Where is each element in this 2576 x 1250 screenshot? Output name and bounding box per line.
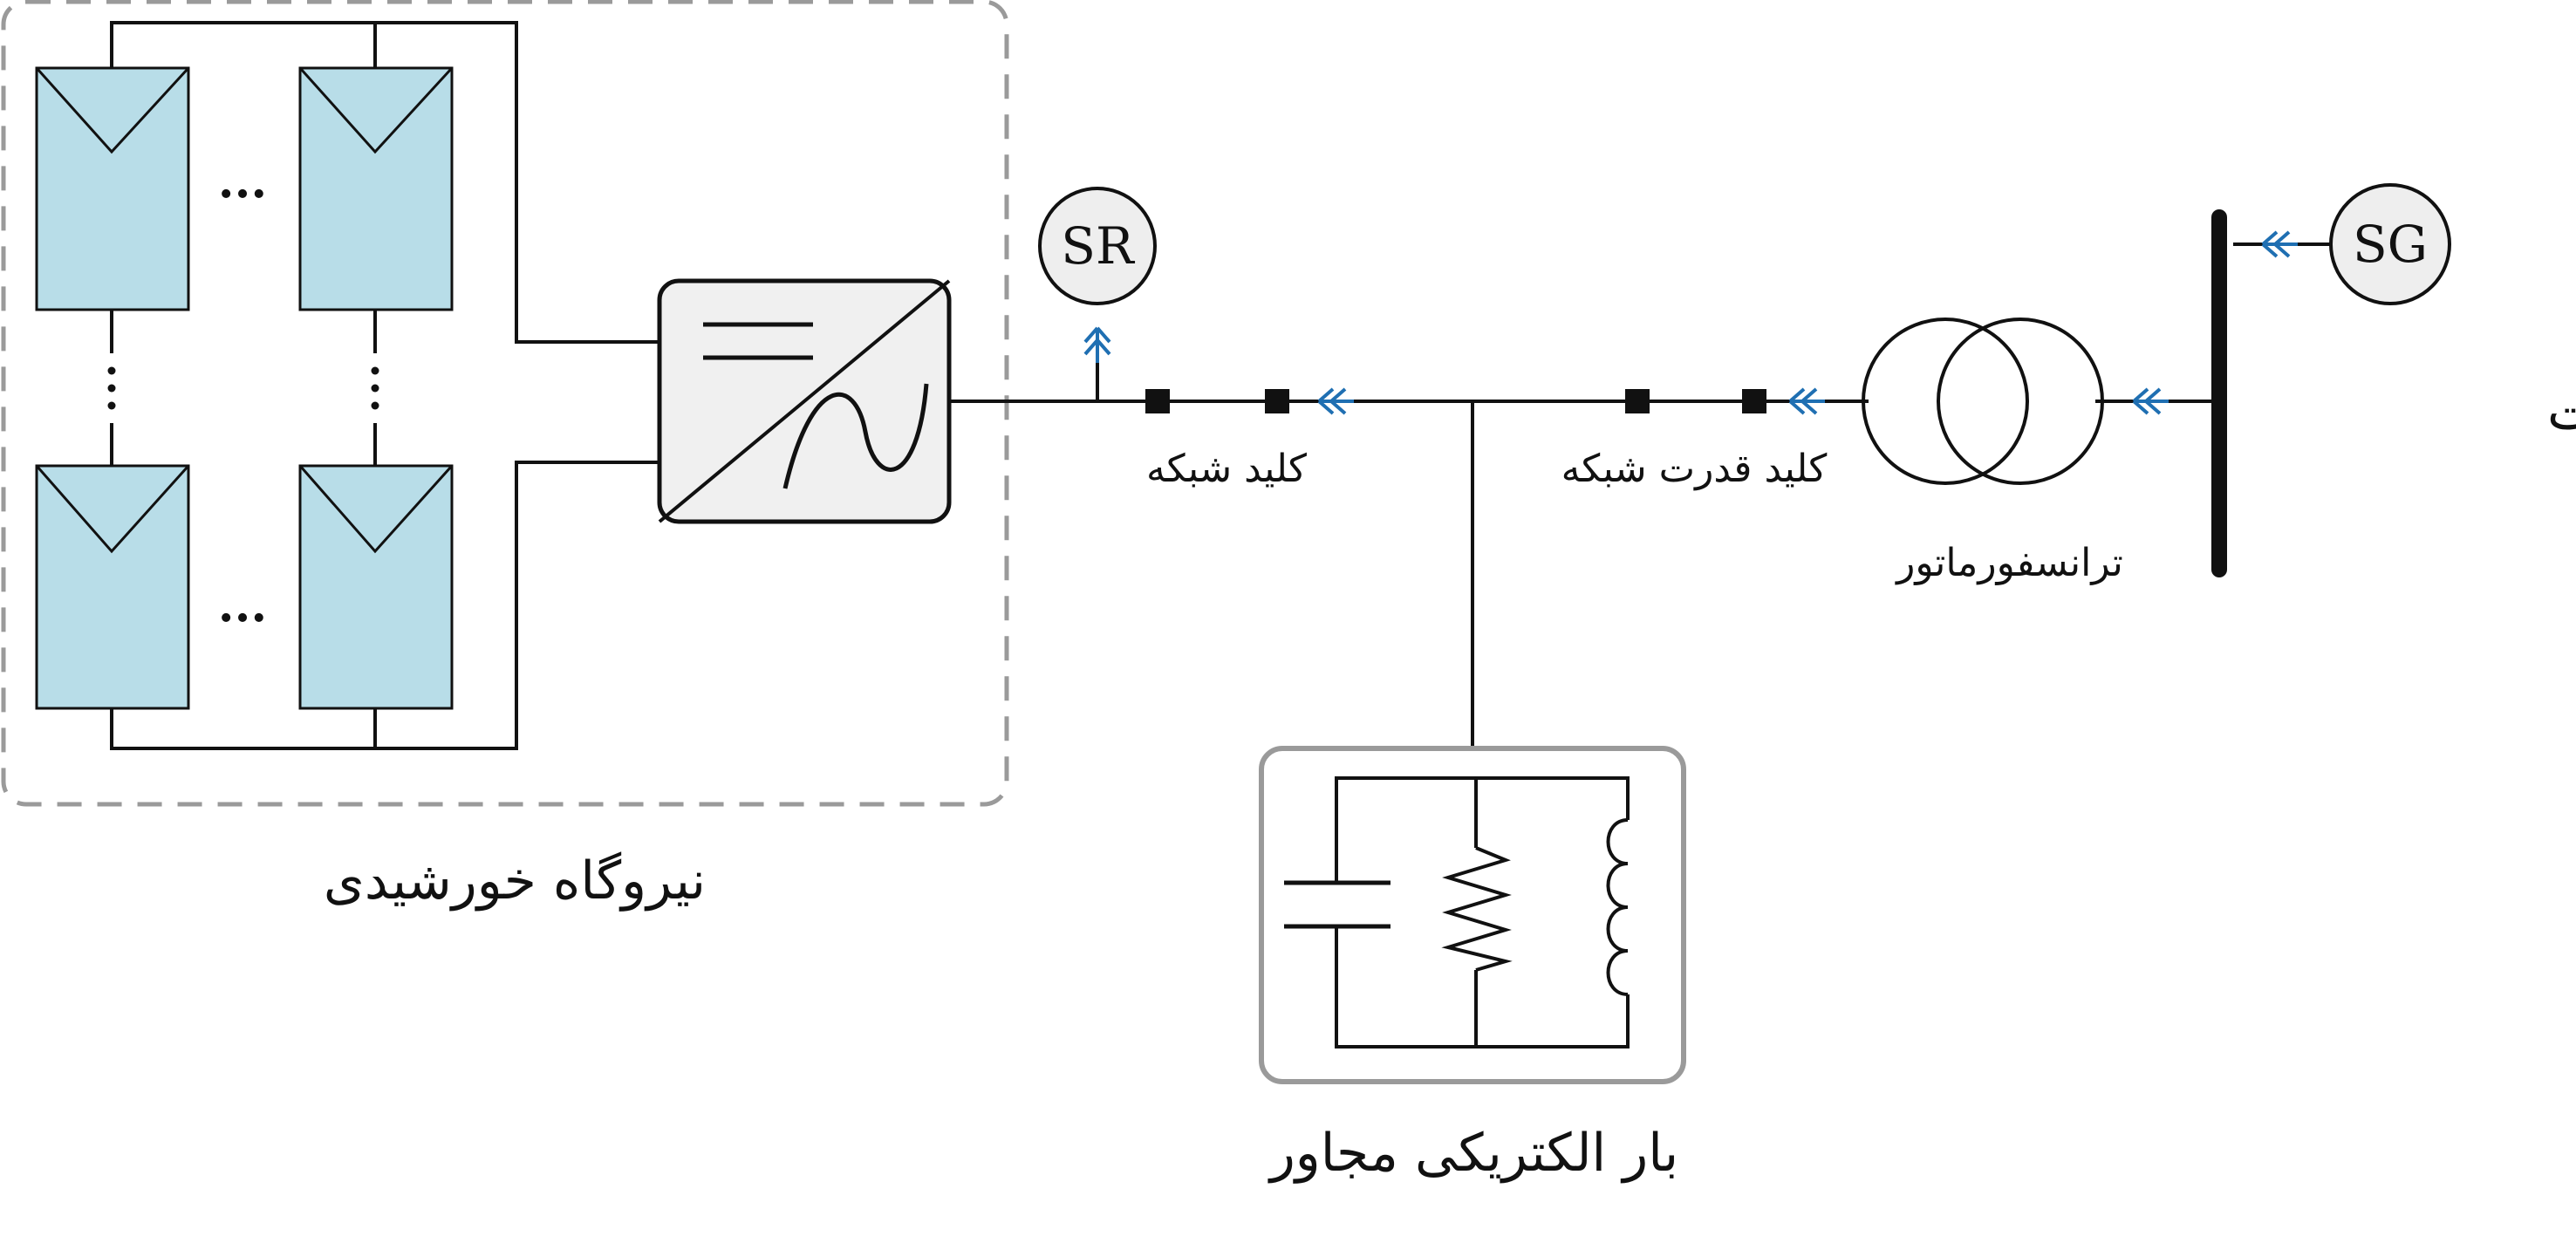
horizontal-ellipsis: ... xyxy=(218,153,267,208)
upstream-bus-bar xyxy=(2211,209,2227,577)
flow-arrow-icon xyxy=(1788,387,1827,415)
flow-arrow-icon xyxy=(1083,326,1111,365)
transformer xyxy=(1862,318,2104,485)
grid-switch-label: کلید شبکه xyxy=(1146,447,1307,491)
vertical-ellipsis-dots xyxy=(107,366,379,410)
resistor-icon xyxy=(1441,846,1513,972)
solar-plant-group: ... ... xyxy=(1,0,1009,807)
sg-source: SG xyxy=(2329,183,2451,305)
breaker-power-switch-2 xyxy=(1742,389,1766,413)
sg-label: SG xyxy=(2353,215,2428,274)
breaker-power-switch-1 xyxy=(1625,389,1650,413)
pv-panel xyxy=(35,66,190,311)
neighbor-load xyxy=(1259,746,1686,1084)
flow-arrow-icon xyxy=(2261,230,2299,258)
main-feeder-line xyxy=(949,242,2331,748)
breaker-grid-switch-1 xyxy=(1145,389,1170,413)
pv-panel xyxy=(298,464,454,710)
inverter xyxy=(657,278,952,524)
inductor-icon xyxy=(1606,818,1629,996)
transformer-label: ترانسفورماتور xyxy=(1895,541,2123,585)
pv-panel xyxy=(298,66,454,311)
sr-label: SR xyxy=(1061,216,1136,276)
breaker-grid-switch-2 xyxy=(1265,389,1289,413)
load-border xyxy=(1259,746,1686,1084)
panel-wiring xyxy=(110,21,659,750)
upstream-substation-label: پست بالادست xyxy=(2547,381,2576,442)
capacitor-icon xyxy=(1284,880,1390,929)
flow-arrow-icon xyxy=(1317,387,1356,415)
grid-power-switch-label: کلید قدرت شبکه xyxy=(1561,447,1828,491)
pv-panel xyxy=(35,464,190,710)
neighbor-load-label: بار الکتریکی مجاور xyxy=(1268,1123,1678,1184)
horizontal-ellipsis: ... xyxy=(218,577,267,632)
flow-arrow-icon xyxy=(2132,387,2170,415)
string-dotted-links xyxy=(110,310,377,466)
sr-meter: SR xyxy=(1038,187,1157,305)
solar-plant-label: نیروگاه خورشیدی xyxy=(324,850,706,912)
